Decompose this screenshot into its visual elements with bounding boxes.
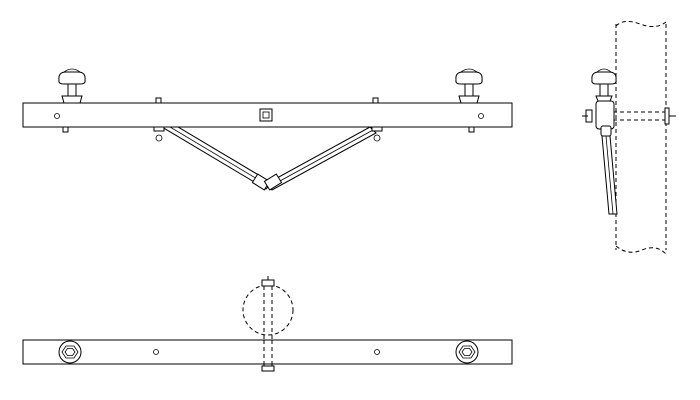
insulator-icon — [591, 68, 617, 102]
bolt-icon — [62, 97, 475, 133]
insulator-icon — [455, 340, 479, 364]
front-elevation-view — [22, 68, 513, 191]
bolt-icon — [582, 107, 676, 125]
pole-outline — [242, 284, 294, 336]
insulator-icon — [58, 68, 86, 104]
hole-icon — [54, 113, 484, 119]
hole-icon — [153, 349, 380, 355]
crossarm-end-section — [595, 100, 615, 130]
insulator-icon — [58, 340, 82, 364]
insulator-icon — [455, 68, 483, 104]
brace-icon — [601, 135, 618, 215]
pole-outline — [615, 20, 667, 255]
side-elevation-view — [582, 20, 676, 255]
plan-view — [22, 276, 513, 372]
crossarm-beam-plan — [22, 339, 513, 365]
pole-clamp-icon — [259, 108, 273, 122]
brace-icon — [153, 120, 383, 191]
